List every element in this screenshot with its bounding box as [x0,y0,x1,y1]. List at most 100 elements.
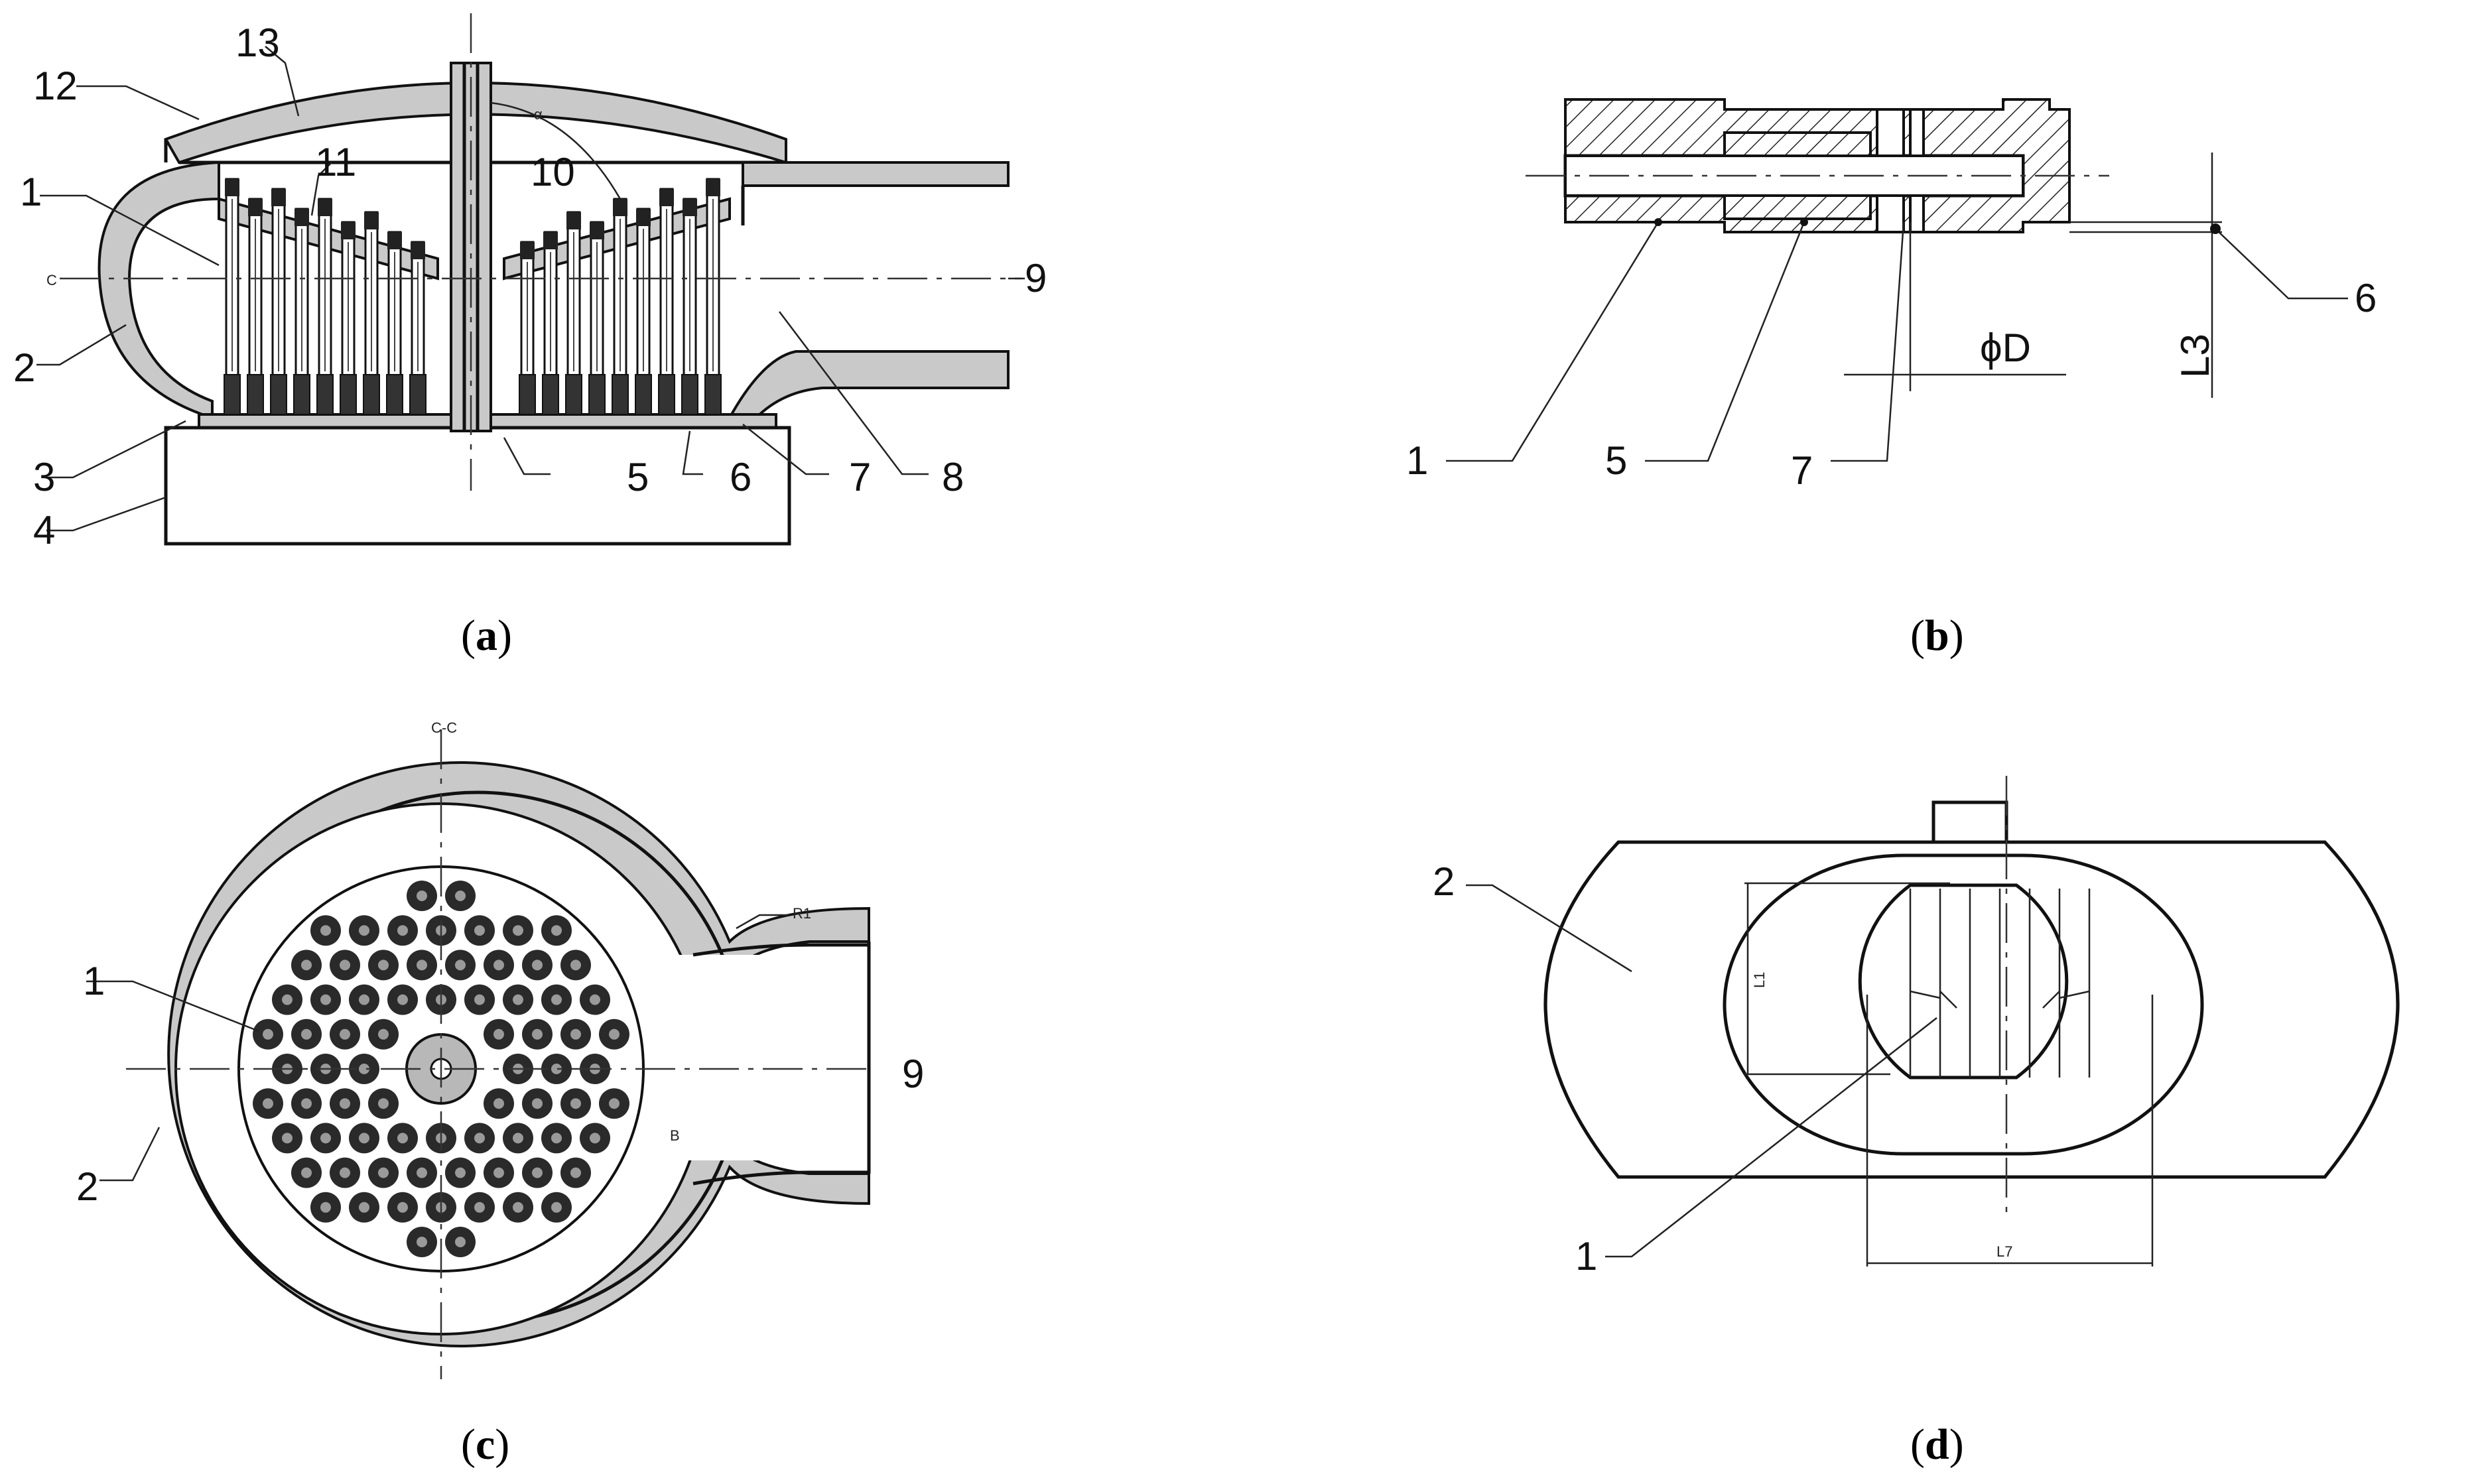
tube-section [310,1192,341,1223]
tube-array [253,881,629,1257]
tube-section [445,1227,476,1257]
heat-tube [270,188,287,415]
callout-a-3: 3 [33,455,55,499]
tube-section [253,1019,283,1050]
callout-a-4: 4 [33,508,55,552]
tube-section [349,1054,379,1084]
heat-tube [409,241,426,415]
callout-d-2: 2 [1433,859,1455,904]
tube-section [580,1123,610,1154]
heat-tube [565,211,582,415]
tube-section [541,915,572,946]
callout-a-12: 12 [33,64,78,108]
tube-section [310,984,341,1015]
caption-b: (b) [1910,611,1964,660]
tube-section [541,1192,572,1223]
tube-section [407,1227,437,1257]
callout-c-2: 2 [76,1164,98,1209]
heat-tube [316,198,334,415]
heat-tube [612,198,629,415]
tube-section [445,881,476,911]
tube-section [330,1088,360,1119]
callout-d-1: 1 [1575,1234,1597,1278]
tube-section [291,1157,322,1188]
tube-section [560,1088,591,1119]
tube-section [330,950,360,981]
tube-section [291,950,322,981]
tube-section [445,950,476,981]
dome-shell [164,82,787,164]
tube-section [522,1019,553,1050]
central-pipe [450,62,492,432]
tube-section [407,881,437,911]
tube-section [330,1157,360,1188]
heat-tube [293,208,310,415]
callout-a-6: 6 [730,455,752,499]
orifice-slot-bottom [1876,194,1905,233]
tube-section [387,915,418,946]
callout-b-5: 5 [1605,438,1627,483]
sleeve [1723,131,1872,157]
tube-section [541,1123,572,1154]
tube-section [484,950,514,981]
tube-section [349,984,379,1015]
callout-a-9: 9 [1025,256,1047,300]
tube-bundle-right [519,178,722,415]
callout-a-13: 13 [235,21,280,65]
tube-section [310,915,341,946]
dim-diameter: ϕD [1980,326,2031,370]
tube-section [541,984,572,1015]
tube-section [522,1088,553,1119]
heat-tube [704,178,722,415]
tube-section [291,1019,322,1050]
tube-section [560,1019,591,1050]
panel-b: 1 5 7 6 ϕD L3 (b) [1406,98,2377,660]
base-skirt [164,426,791,546]
tube-section [484,1019,514,1050]
tube-section [484,1157,514,1188]
heat-tube [658,188,675,415]
tube-section [368,950,399,981]
callout-c-9: 9 [902,1052,924,1096]
tube-bundle-left [224,178,426,415]
caption-d: (d) [1910,1420,1964,1469]
tube-section [599,1019,629,1050]
dim-l3: L3 [2173,334,2217,378]
callout-b-7: 7 [1791,448,1813,493]
tube-section [368,1019,399,1050]
caption-a: (a) [461,611,512,660]
callout-a-5: 5 [627,455,649,499]
tube-section [560,1157,591,1188]
tube-section [541,1054,572,1084]
tube-section [464,1192,495,1223]
tube-section [464,984,495,1015]
heat-tube [247,198,264,415]
callout-a-7: 7 [849,455,871,499]
panel-d: L1 L7 2 1 (d) [1433,776,2400,1469]
tube-section [349,1123,379,1154]
top-nub [1931,800,2008,844]
callout-a-11: 11 [315,140,356,184]
heat-tube [386,231,403,415]
tube-section [503,915,533,946]
tube-section [407,950,437,981]
outlet-nozzle [742,161,1010,187]
small-mark: B [670,1127,680,1144]
outer-body [1543,840,2400,1179]
shell-wall-left [98,160,220,420]
heat-tube [363,211,380,415]
tube-section [349,915,379,946]
callout-b-1: 1 [1406,438,1428,483]
tube-section [272,984,302,1015]
heat-tube [340,221,357,415]
tube-section [272,1123,302,1154]
tube-section [503,984,533,1015]
window-ring [1723,853,2204,1156]
tube-section [503,1192,533,1223]
tube-section [560,950,591,981]
tube-section [387,1123,418,1154]
tube-section [599,1088,629,1119]
tube-section [484,1088,514,1119]
tube-section [368,1088,399,1119]
